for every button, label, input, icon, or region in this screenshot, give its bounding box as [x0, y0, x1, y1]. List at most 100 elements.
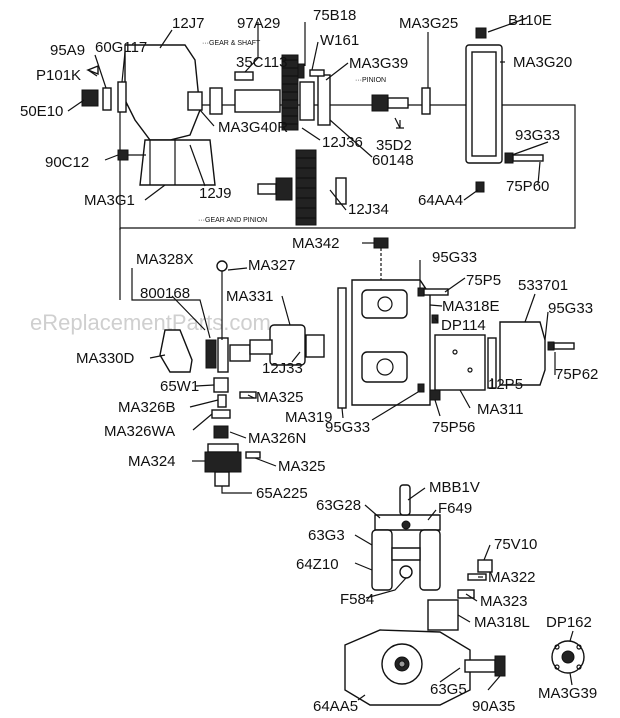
- bearing: [187, 91, 203, 111]
- label-60148: 60148: [372, 152, 414, 169]
- label-90A35: 90A35: [472, 698, 515, 715]
- breather: [475, 27, 487, 39]
- nut: [81, 89, 99, 107]
- washer-3: [417, 287, 425, 297]
- label-MA324: MA324: [128, 453, 176, 470]
- motor-block: [434, 334, 486, 391]
- drain-plug: [475, 181, 485, 193]
- label-95G33-a: 95G33: [432, 249, 477, 266]
- part-labels: 12J7 97A29 75B18 MA3G25 B110E 95A9 60G11…: [20, 7, 598, 715]
- f584-plug: [399, 565, 413, 579]
- hose-fitting: [464, 659, 496, 673]
- label-12J9: 12J9: [199, 185, 232, 202]
- valve-stem: [399, 484, 411, 516]
- note-gear-pinion: ···GEAR AND PINION: [198, 217, 267, 224]
- label-95G33-b: 95G33: [548, 300, 593, 317]
- label-12J34: 12J34: [348, 201, 389, 218]
- label-95G33-c: 95G33: [325, 419, 370, 436]
- leader-lines: [67, 17, 574, 701]
- gasket-3: [467, 573, 487, 581]
- gasket-2: [337, 287, 347, 409]
- bolt: [512, 154, 544, 162]
- label-B110E: B110E: [508, 12, 552, 29]
- label-90C12: 90C12: [45, 154, 89, 171]
- label-MA325-b: MA325: [278, 458, 326, 475]
- pulley-key: [245, 451, 261, 459]
- washer-2: [504, 152, 514, 164]
- adapter-block: [427, 599, 459, 631]
- label-MA3G39-top: MA3G39: [349, 55, 408, 72]
- label-533701: 533701: [518, 277, 568, 294]
- label-MA319: MA319: [285, 409, 333, 426]
- label-12J33: 12J33: [262, 360, 303, 377]
- label-W161: W161: [320, 32, 359, 49]
- label-35C113: 35C113: [236, 54, 287, 71]
- label-MA326WA: MA326WA: [104, 423, 175, 440]
- valve: [401, 520, 411, 530]
- pin: [297, 63, 305, 79]
- label-50E10: 50E10: [20, 103, 63, 120]
- pinion: [371, 94, 389, 112]
- label-MA330D: MA330D: [76, 350, 135, 367]
- label-MBB1V: MBB1V: [429, 479, 480, 496]
- nut-2: [213, 425, 229, 439]
- shaft-end: [249, 339, 273, 355]
- label-35D2: 35D2: [376, 137, 412, 154]
- label-75P60: 75P60: [506, 178, 549, 195]
- label-75B18: 75B18: [313, 7, 356, 24]
- label-75P5: 75P5: [466, 272, 501, 289]
- washer-stack: [211, 409, 231, 419]
- label-MA327: MA327: [248, 257, 296, 274]
- label-MA3G40R: MA3G40R: [218, 119, 288, 136]
- lever-knob: [216, 260, 228, 272]
- label-12P5: 12P5: [488, 376, 523, 393]
- label-65W1: 65W1: [160, 378, 199, 395]
- label-DP162: DP162: [546, 614, 592, 631]
- label-MA325-a: MA325: [256, 389, 304, 406]
- crossover: [391, 547, 421, 561]
- label-MA326N: MA326N: [248, 430, 306, 447]
- label-MA3G25: MA3G25: [399, 15, 458, 32]
- fittings-assembly: [344, 484, 585, 706]
- housing-base: [139, 139, 216, 186]
- gear-cover-inner: [471, 51, 497, 157]
- label-64Z10: 64Z10: [296, 556, 339, 573]
- pinion-gear: [275, 177, 293, 201]
- label-12J36: 12J36: [322, 134, 363, 151]
- right-pipe: [419, 529, 441, 591]
- note-gear-shaft: ···GEAR & SHAFT: [202, 40, 261, 47]
- bolt-3: [553, 342, 575, 350]
- collar: [217, 337, 229, 373]
- label-MA311: MA311: [477, 401, 523, 418]
- label-P101K: P101K: [36, 67, 81, 84]
- cover-plate: [317, 74, 331, 126]
- lower-port: [361, 351, 408, 383]
- pinion-shaft-2: [257, 183, 277, 195]
- bracket: [159, 329, 193, 373]
- label-75P62: 75P62: [555, 366, 598, 383]
- label-65A225: 65A225: [256, 485, 308, 502]
- pin-2: [309, 69, 325, 77]
- label-97A29: 97A29: [237, 15, 280, 32]
- pinion-shaft: [387, 97, 409, 109]
- bolt-head: [429, 389, 441, 401]
- washer-4: [547, 341, 555, 351]
- housing-body: [124, 44, 201, 141]
- label-DP114: DP114: [441, 317, 486, 334]
- gasket: [421, 87, 431, 115]
- label-95A9: 95A9: [50, 42, 85, 59]
- label-75V10: 75V10: [494, 536, 537, 553]
- shaft-sleeve: [229, 344, 251, 362]
- pulley-top: [207, 443, 239, 453]
- watermark: eReplacementParts.com: [30, 310, 271, 335]
- label-75P56: 75P56: [432, 419, 475, 436]
- label-63G3: 63G3: [308, 527, 345, 544]
- bushing: [213, 377, 229, 393]
- label-93G33: 93G33: [515, 127, 560, 144]
- label-MA331: MA331: [226, 288, 274, 305]
- pump-assembly: [119, 228, 575, 487]
- label-63G28: 63G28: [316, 497, 361, 514]
- fill-plug: [373, 237, 389, 249]
- label-F584: F584: [340, 591, 374, 608]
